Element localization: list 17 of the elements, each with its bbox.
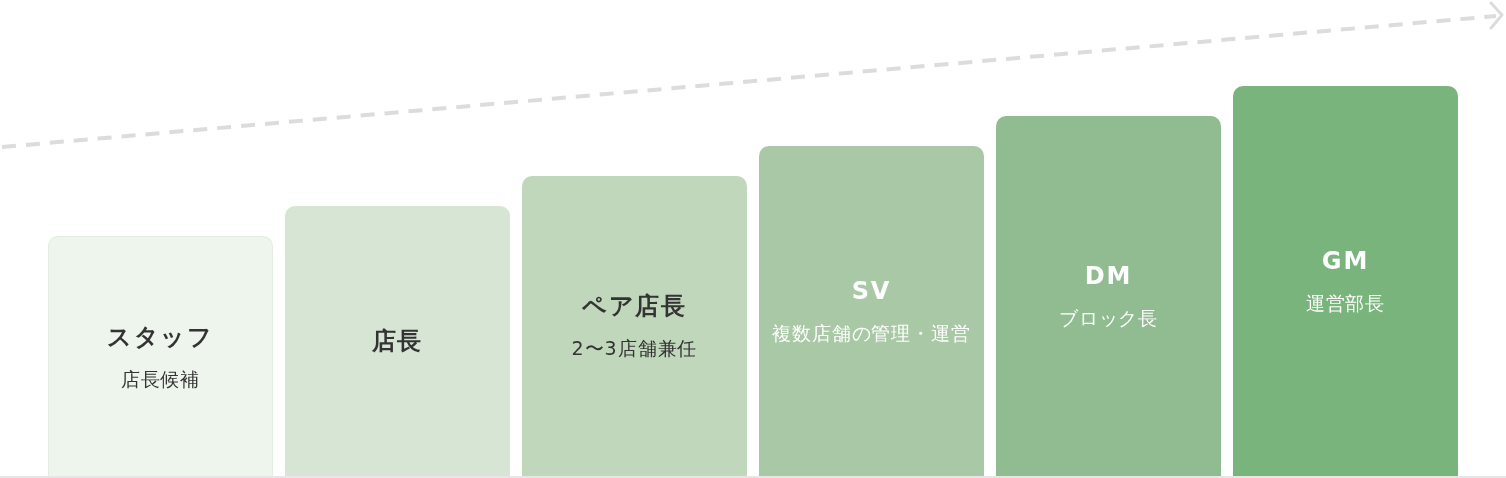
step-subtitle: 複数店舗の管理・運営 bbox=[771, 322, 972, 345]
step-bar bbox=[285, 206, 510, 476]
step-bar bbox=[759, 146, 984, 476]
step-title: ペア店長 bbox=[581, 292, 688, 321]
step-subtitle: 運営部長 bbox=[1305, 292, 1386, 315]
step-title: GM bbox=[1321, 247, 1370, 276]
step-bar bbox=[996, 116, 1221, 476]
step-title: スタッフ bbox=[106, 322, 215, 352]
step-title: SV bbox=[851, 277, 892, 306]
step-bar bbox=[522, 176, 747, 476]
step-subtitle: ブロック長 bbox=[1058, 307, 1159, 330]
step-subtitle: 2〜3店舗兼任 bbox=[571, 337, 698, 360]
step-title: 店長 bbox=[371, 326, 424, 356]
step-title: DM bbox=[1084, 262, 1133, 291]
step-bar bbox=[1233, 86, 1458, 476]
step-bar bbox=[48, 236, 273, 476]
step-subtitle: 店長候補 bbox=[120, 367, 201, 391]
